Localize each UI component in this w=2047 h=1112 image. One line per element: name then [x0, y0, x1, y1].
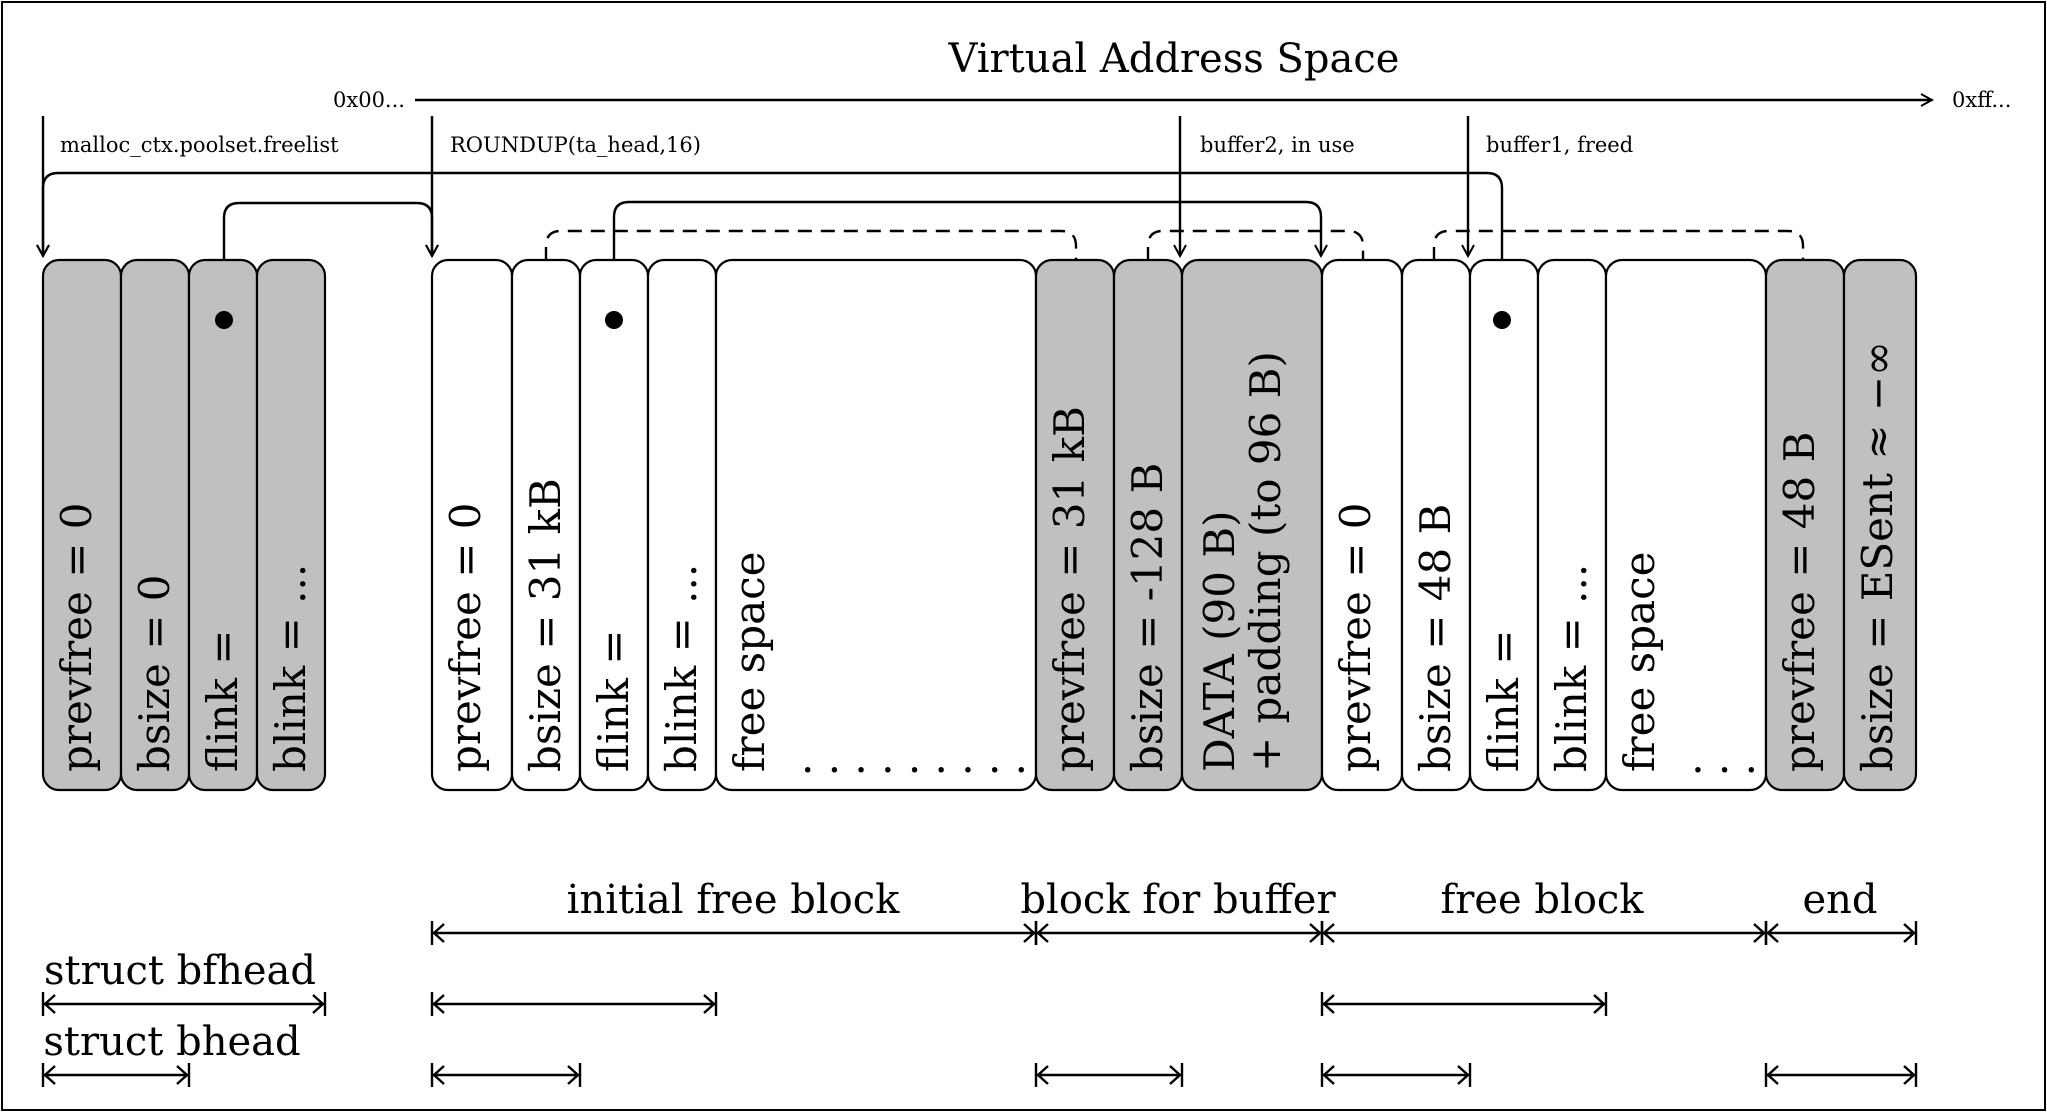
freed-flink-dot [1493, 311, 1511, 329]
cell-label: DATA (90 B) [1195, 510, 1244, 772]
range-free-block [1320, 921, 1768, 945]
bracket-line [1320, 921, 1768, 945]
cell-box [255, 258, 327, 792]
heap-flink-to-freed-link [612, 200, 1321, 320]
bracket-line [41, 992, 327, 1016]
cell-label-line2: + padding (to 96 B) [1241, 351, 1290, 772]
cell-label: prevfree = 0 [441, 503, 490, 773]
cell-box [1842, 258, 1918, 792]
heap-cell-bsize-128-b: bsize = -128 B [1112, 258, 1184, 792]
freelist-flink-link [222, 201, 432, 320]
cell-label: free space [1615, 551, 1664, 772]
cell-label: prevfree = 48 B [1775, 432, 1824, 772]
prevfree-link-freed [1432, 229, 1803, 330]
pointer-label-buffer1: buffer1, freed [1486, 133, 1633, 157]
cell-label: free space [725, 551, 774, 772]
range-bfhead-free [1320, 992, 1608, 1016]
bracket-line [1764, 1063, 1918, 1087]
heap-cell-bsize-48-b: bsize = 48 B [1400, 258, 1472, 792]
range-bhead-buffer [1034, 1063, 1184, 1087]
heap-cell-prevfree-0: prevfree = 0 [1320, 258, 1404, 792]
prevfree-link-initial [544, 229, 1076, 330]
freelist-cell-bsize-0: bsize = 0 [119, 258, 191, 792]
heap-cell-free-space: free space . . . [1604, 258, 1768, 792]
cell-label: bsize = 48 B [1411, 504, 1460, 772]
heap-cells: prevfree = 0 bsize = 31 kB flink = blink = … [430, 258, 1918, 792]
bracket-line [430, 1063, 582, 1087]
cell-label: flink = [1479, 630, 1528, 773]
bracket-line [430, 992, 718, 1016]
heap-cell-flink: flink = [578, 258, 650, 792]
bracket-line [41, 1063, 191, 1087]
pointer-label-buffer2: buffer2, in use [1200, 133, 1355, 157]
range-block-for-buffer [1034, 921, 1324, 945]
freelist-head-cells: prevfree = 0 bsize = 0 flink = blink = ... [41, 258, 327, 792]
cell-label: blink = ... [1547, 564, 1596, 772]
range-bhead-initial [430, 1063, 582, 1087]
diagram-title: Virtual Address Space [948, 36, 1400, 82]
range-label-struct-bhead: struct bhead [43, 1019, 300, 1065]
cell-label: blink = ... [657, 564, 706, 772]
range-label-block-for-buffer: block for buffer [1020, 877, 1336, 923]
cell-label: bsize = 0 [130, 575, 179, 772]
cell-label: flink = [589, 630, 638, 773]
initial-flink-dot [605, 311, 623, 329]
bracket-line [430, 921, 1038, 945]
range-label-struct-bfhead: struct bfhead [44, 948, 316, 994]
bracket-line [1320, 992, 1608, 1016]
range-label-free-block: free block [1440, 877, 1644, 923]
heap-cell-blink: blink = ... [1536, 258, 1608, 792]
range-label-end: end [1802, 877, 1877, 923]
heap-cell-prevfree-0: prevfree = 0 [430, 258, 514, 792]
pointer-label-ta-head: ROUNDUP(ta_head,16) [450, 133, 701, 157]
freelist-cell-blink: blink = ... [255, 258, 327, 792]
cell-label: bsize = 31 kB [521, 478, 570, 772]
freelist-cell-flink: flink = [187, 258, 259, 792]
range-initial-free-block [430, 921, 1038, 945]
freelist-cell-prevfree-0: prevfree = 0 [41, 258, 123, 792]
range-bfhead-freelist [41, 992, 327, 1016]
heap-cell-blink: blink = ... [646, 258, 718, 792]
heap-cell-free-space: free space . . . . . . . . . [714, 258, 1038, 792]
freed-flink-to-freelist-link [43, 171, 1504, 320]
cell-dots: . . . [1691, 733, 1758, 782]
bracket-line [1764, 921, 1918, 945]
heap-cell-data-90-b: DATA (90 B)+ padding (to 96 B) [1180, 258, 1324, 792]
heap-cell-bsize-esent: bsize = ESent ≈ −∞ [1842, 258, 1918, 792]
bracket-line [1034, 921, 1324, 945]
cell-dots: . . . . . . . . . [801, 733, 1028, 782]
axis-end-label: 0xff... [1952, 88, 2011, 112]
cell-label: flink = [198, 630, 247, 773]
heap-cell-prevfree-31-kb: prevfree = 31 kB [1034, 258, 1116, 792]
cell-label: bsize = ESent ≈ −∞ [1853, 341, 1902, 772]
range-bhead-freelist [41, 1063, 191, 1087]
range-brackets [41, 921, 1918, 1087]
prevfree-link-buffer [1146, 229, 1363, 330]
axis-start-label: 0x00... [333, 88, 405, 112]
freelist-flink-dot [215, 311, 233, 329]
pointer-label-freelist: malloc_ctx.poolset.freelist [60, 133, 339, 157]
cell-label: prevfree = 31 kB [1045, 406, 1094, 772]
range-bhead-end [1764, 1063, 1918, 1087]
cell-label: prevfree = 0 [1331, 503, 1380, 773]
range-bfhead-initial [430, 992, 718, 1016]
bracket-line [1034, 1063, 1184, 1087]
bracket-line [1320, 1063, 1472, 1087]
cell-label: blink = ... [266, 564, 315, 772]
heap-cell-flink: flink = [1468, 258, 1540, 792]
cell-label: prevfree = 0 [52, 503, 101, 773]
range-bhead-free [1320, 1063, 1472, 1087]
range-end [1764, 921, 1918, 945]
range-label-initial-free-block: initial free block [567, 877, 900, 923]
heap-cell-prevfree-48-b: prevfree = 48 B [1764, 258, 1846, 792]
cell-label: bsize = -128 B [1123, 463, 1172, 772]
heap-cell-bsize-31-kb: bsize = 31 kB [510, 258, 582, 792]
